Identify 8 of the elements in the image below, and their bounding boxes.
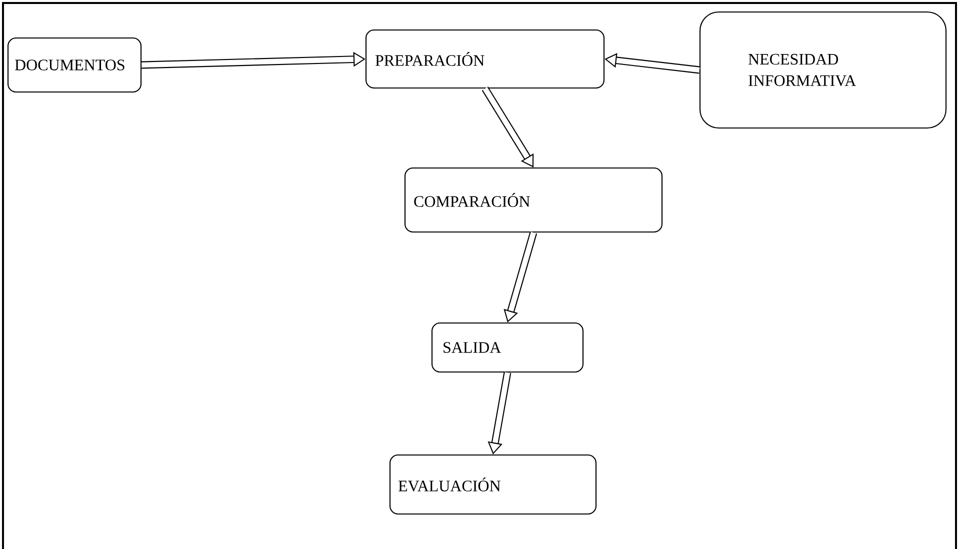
hollow-arrow	[504, 231, 538, 322]
process-box: PREPARACIÓN	[365, 29, 605, 89]
process-box: SALIDA	[431, 322, 584, 373]
process-box: DOCUMENTOS	[7, 37, 142, 93]
process-box: NECESIDAD INFORMATIVA	[699, 11, 947, 129]
process-box: COMPARACIÓN	[404, 167, 663, 233]
process-box: EVALUACIÓN	[389, 454, 597, 515]
hollow-arrow	[482, 86, 534, 168]
